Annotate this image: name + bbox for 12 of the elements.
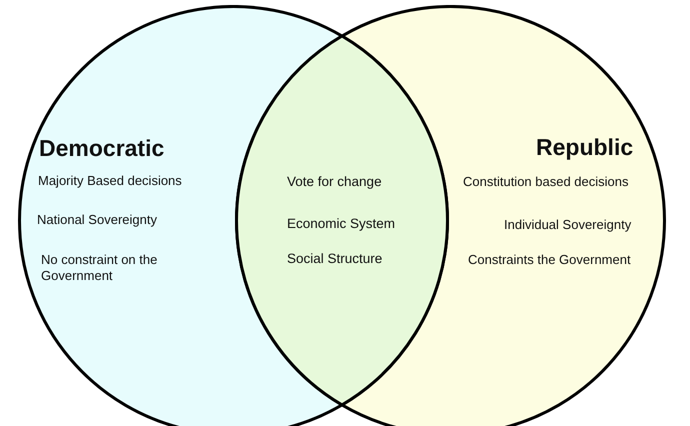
venn-overlap-region (234, 34, 448, 406)
set-item: Majority Based decisions (38, 173, 182, 189)
shared-item: Economic System (287, 216, 396, 232)
shared-item: Vote for change (287, 174, 382, 190)
set-item: Constitution based decisions (463, 174, 628, 190)
set-heading: Republic (536, 134, 634, 161)
set-heading: Democratic (39, 135, 164, 162)
shared-item: Social Structure (287, 250, 382, 267)
set-item: No constraint on the Government (41, 252, 158, 284)
set-item: Individual Sovereignty (504, 217, 632, 233)
set-item: Constraints the Government (468, 252, 631, 268)
set-item: National Sovereignty (37, 212, 157, 228)
